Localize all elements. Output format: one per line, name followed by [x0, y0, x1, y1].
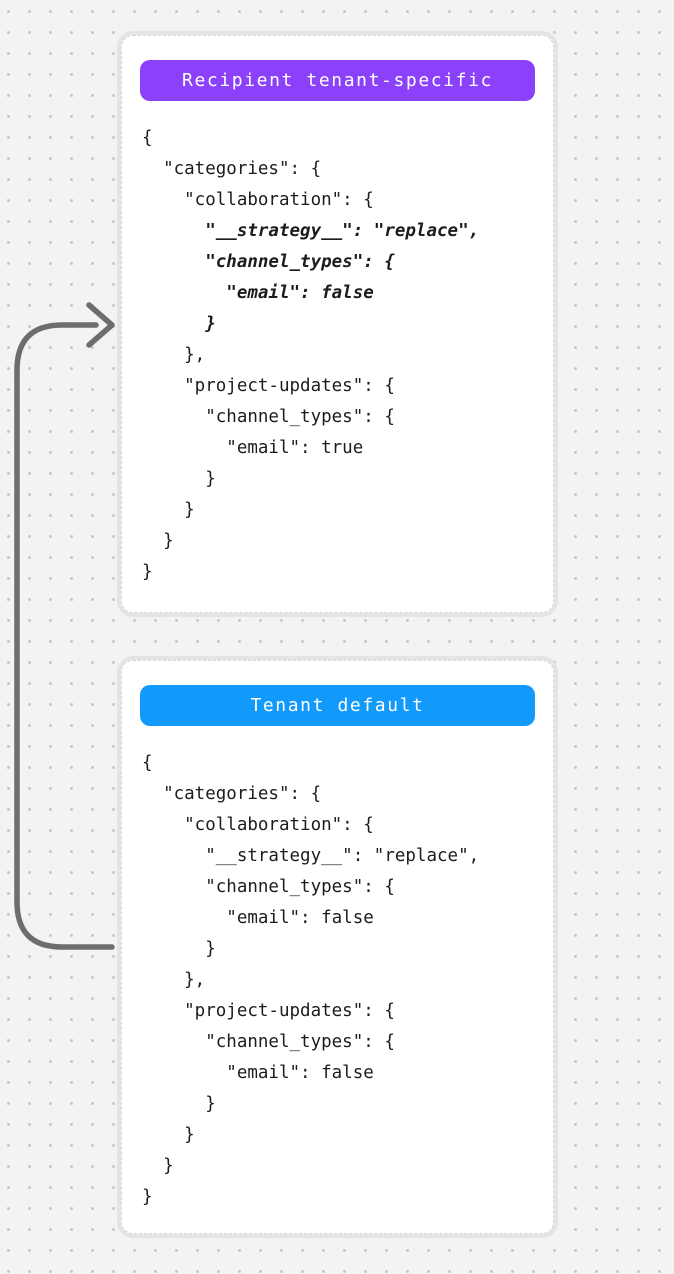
- recipient-tenant-specific-badge: Recipient tenant-specific: [140, 60, 535, 101]
- code-line: "categories": {: [142, 159, 322, 179]
- code-line: {: [142, 753, 153, 773]
- code-line: }: [142, 562, 153, 582]
- code-line: "categories": {: [142, 784, 322, 804]
- code-line: {: [142, 128, 153, 148]
- code-line: "channel_types": {: [142, 1032, 395, 1052]
- code-line: "collaboration": {: [142, 815, 374, 835]
- code-line: "email": false: [142, 1063, 374, 1083]
- code-line: "channel_types": {: [142, 407, 395, 427]
- code-line: }: [142, 500, 195, 520]
- code-line: }: [142, 1187, 153, 1207]
- code-line: "email": false: [142, 283, 374, 303]
- tenant-default-badge: Tenant default: [140, 685, 535, 726]
- code-line: }: [142, 1125, 195, 1145]
- tenant-default-card: Tenant default { "categories": { "collab…: [117, 656, 558, 1238]
- code-line: "channel_types": {: [142, 252, 395, 272]
- recipient-tenant-specific-json: { "categories": { "collaboration": { "__…: [142, 123, 554, 588]
- code-line: "email": false: [142, 908, 374, 928]
- code-line: "collaboration": {: [142, 190, 374, 210]
- code-line: }: [142, 1094, 216, 1114]
- arrow-head-icon: [86, 302, 115, 348]
- code-line: }: [142, 531, 174, 551]
- code-line: },: [142, 970, 206, 990]
- code-line: "__strategy__": "replace",: [142, 846, 480, 866]
- arrow-line: [14, 322, 115, 950]
- code-line: "channel_types": {: [142, 877, 395, 897]
- code-line: }: [142, 314, 216, 334]
- tenant-default-json: { "categories": { "collaboration": { "__…: [142, 748, 554, 1213]
- code-line: "__strategy__": "replace",: [142, 221, 480, 241]
- merge-flow-arrow-stroke: [14, 302, 115, 950]
- code-line: "project-updates": {: [142, 376, 395, 396]
- code-line: "project-updates": {: [142, 1001, 395, 1021]
- code-line: },: [142, 345, 206, 365]
- code-line: }: [142, 1156, 174, 1176]
- code-line: }: [142, 939, 216, 959]
- code-line: "email": true: [142, 438, 364, 458]
- code-line: }: [142, 469, 216, 489]
- recipient-tenant-specific-card: Recipient tenant-specific { "categories"…: [117, 31, 558, 617]
